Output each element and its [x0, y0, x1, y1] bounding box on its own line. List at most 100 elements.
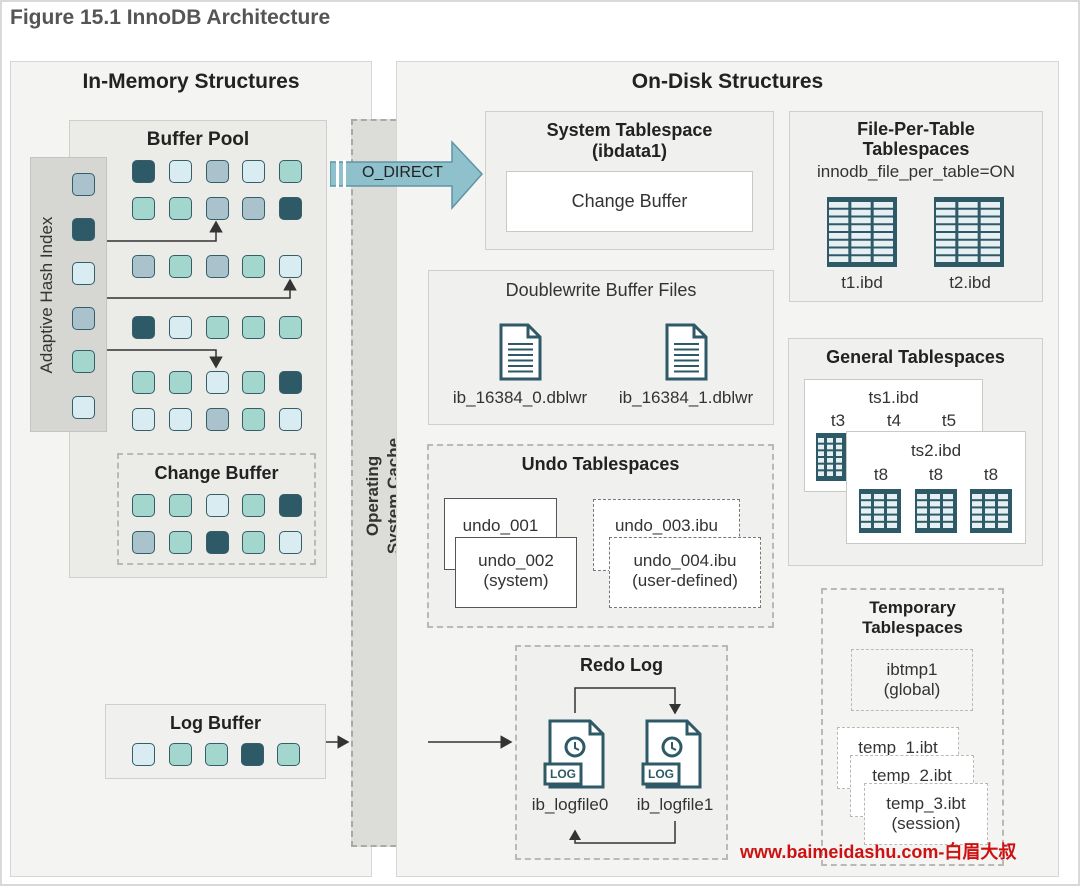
- doublewrite-buffer-files: [428, 270, 774, 425]
- ts1-table-t5: t5: [941, 411, 957, 430]
- file-per-table-title-line1: File-Per-Table: [857, 119, 975, 139]
- hash-pointer-3: [107, 349, 223, 369]
- page-square: [206, 494, 229, 517]
- temp-3-label: temp_3.ibt (session): [864, 794, 988, 834]
- page-square: [242, 371, 265, 394]
- change-buffer-memory-label: Change Buffer: [154, 463, 279, 483]
- ts2-table-3: t8: [983, 465, 999, 484]
- undo-002-label: undo_002 (system): [455, 551, 577, 591]
- t1-ibd-label: t1.ibd: [841, 273, 883, 292]
- temporary-tablespaces-title: Temporary Tablespaces: [821, 598, 1004, 638]
- hash-pointer-2: [107, 278, 297, 299]
- t2-ibd-label: t2.ibd: [949, 273, 991, 292]
- page-square: [279, 494, 302, 517]
- page-square: [279, 371, 302, 394]
- buffer-pool-label: Buffer Pool: [146, 129, 250, 150]
- page-square: [169, 316, 192, 339]
- page-square: [169, 531, 192, 554]
- page-square: [277, 743, 300, 766]
- page-square: [206, 408, 229, 431]
- page-square: [132, 408, 155, 431]
- page-square: [206, 197, 229, 220]
- redo-cycle-arrow-bottom: [569, 821, 676, 844]
- page-square: [169, 743, 192, 766]
- log-buffer: [105, 704, 326, 779]
- page-square: [169, 160, 192, 183]
- page-square: [206, 316, 229, 339]
- temp-3-name: temp_3.ibt: [886, 794, 966, 813]
- undo-004-label: undo_004.ibu (user-defined): [609, 551, 761, 591]
- page-square: [279, 255, 302, 278]
- page-square: [132, 316, 155, 339]
- page-square: [132, 531, 155, 554]
- temp-3-scope: (session): [891, 814, 961, 833]
- page-square: [206, 255, 229, 278]
- o-direct-label: O_DIRECT: [362, 164, 443, 181]
- page-square: [169, 408, 192, 431]
- temp-2-label: temp_2.ibt: [872, 766, 952, 785]
- file-per-table-title: File-Per-Table Tablespaces: [789, 119, 1043, 159]
- page-square: [169, 197, 192, 220]
- temp-1-label: temp_1.ibt: [858, 738, 938, 757]
- redo-cycle-arrow-top: [574, 687, 681, 715]
- hash-pointer-1: [107, 220, 223, 242]
- ts1-ibd-label: ts1.ibd: [868, 388, 919, 407]
- page-square: [205, 743, 228, 766]
- temporary-title-line2: Tablespaces: [862, 618, 963, 637]
- undo-001-label: undo_001: [462, 516, 539, 535]
- adaptive-hash-index: [30, 157, 107, 432]
- page-square: [72, 218, 95, 241]
- general-tablespaces-title: General Tablespaces: [826, 347, 1005, 367]
- redo-log-graphics: [543, 687, 702, 844]
- logfile0-icon: [543, 719, 605, 789]
- system-tablespace-title-line1: System Tablespace: [546, 120, 713, 140]
- table-icon: [859, 489, 901, 533]
- page-square: [279, 197, 302, 220]
- figure-title: Figure 15.1 InnoDB Architecture: [10, 6, 331, 29]
- page-square: [242, 255, 265, 278]
- undo-002-type: (system): [483, 571, 549, 590]
- page-square: [242, 197, 265, 220]
- ts2-table-1: t8: [873, 465, 889, 484]
- dblwr-file-1: ib_16384_1.dblwr: [618, 388, 754, 407]
- redo-log-title: Redo Log: [580, 655, 663, 675]
- page-square: [279, 316, 302, 339]
- page-square: [242, 531, 265, 554]
- table-icon: [934, 197, 1004, 267]
- undo-002: [455, 537, 577, 608]
- page-square: [132, 197, 155, 220]
- page-square: [241, 743, 264, 766]
- page-square: [132, 371, 155, 394]
- page-square: [279, 531, 302, 554]
- ib-logfile1-label: ib_logfile1: [636, 795, 714, 814]
- logfile1-icon: [641, 719, 702, 789]
- temp-3-ibt: [864, 783, 988, 845]
- table-icon: [816, 433, 846, 481]
- system-tablespace-title-line2: (ibdata1): [591, 141, 667, 161]
- temporary-title-line1: Temporary: [869, 598, 956, 617]
- document-icon: [499, 323, 542, 381]
- system-change-buffer-label: Change Buffer: [571, 191, 688, 211]
- page-square: [169, 371, 192, 394]
- ibtmp1-name: ibtmp1: [886, 660, 938, 679]
- undo-tablespaces-title: Undo Tablespaces: [521, 454, 680, 474]
- undo-003-label: undo_003.ibu: [614, 516, 719, 535]
- ts1-table-t3: t3: [830, 411, 846, 430]
- ts2-table-2: t8: [928, 465, 944, 484]
- table-icon: [970, 489, 1012, 533]
- undo-004-name: undo_004.ibu: [633, 551, 737, 570]
- page-square: [242, 160, 265, 183]
- dblwr-file-0: ib_16384_0.dblwr: [452, 388, 588, 407]
- page-square: [132, 255, 155, 278]
- page-square: [242, 408, 265, 431]
- page-square: [206, 531, 229, 554]
- ts2-ibd-label: ts2.ibd: [910, 441, 962, 460]
- page-square: [72, 396, 95, 419]
- page-square: [169, 255, 192, 278]
- page-square: [132, 160, 155, 183]
- table-icon: [827, 197, 897, 267]
- ib-logfile0-label: ib_logfile0: [531, 795, 609, 814]
- page-square: [279, 160, 302, 183]
- undo-004-type: (user-defined): [632, 571, 738, 590]
- change-buffer-memory: [117, 453, 316, 565]
